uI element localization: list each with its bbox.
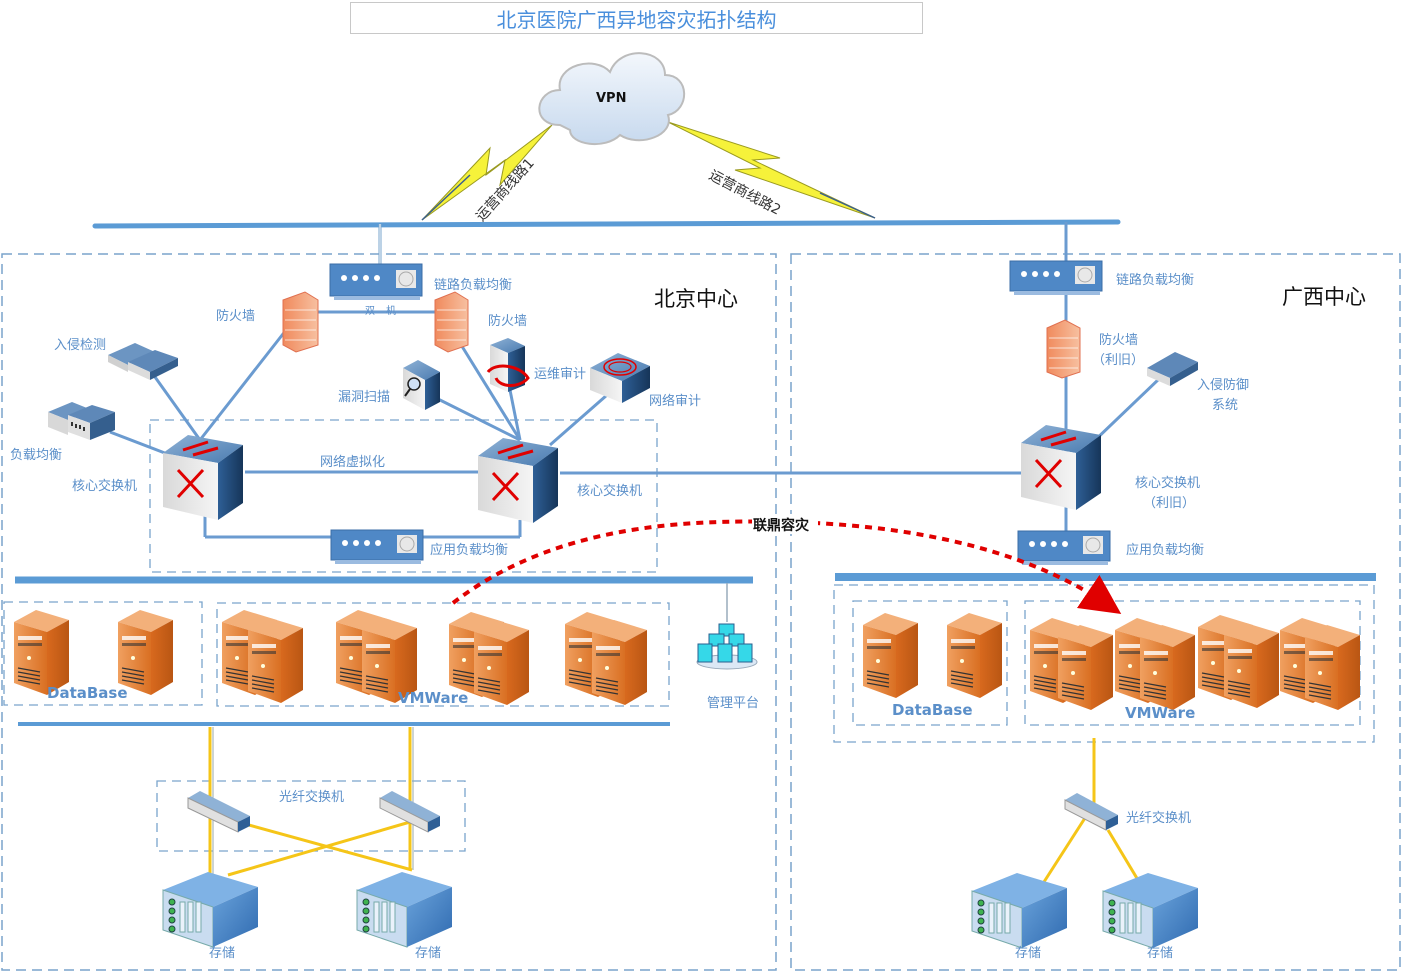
beijing-dual-label-1: 双 [365, 305, 375, 317]
beijing-storage-right-label: 存储 [415, 946, 441, 961]
beijing-vmware-label: VMWare [398, 689, 468, 707]
guangxi-database-label: DataBase [892, 701, 973, 719]
server-icon [592, 620, 647, 705]
guangxi-app-lb-label: 应用负载均衡 [1126, 542, 1204, 558]
beijing-net-audit-icon [590, 353, 650, 403]
beijing-firewall-right-label: 防火墙 [488, 313, 527, 329]
server-icon [474, 620, 529, 705]
beijing-core-switch-right-icon [478, 438, 558, 523]
beijing-storage-left-label: 存储 [209, 946, 235, 961]
storage-icon [1102, 873, 1198, 949]
guangxi-ips-label-1: 入侵防御 [1197, 377, 1249, 393]
beijing-load-balancer-icon [48, 402, 115, 440]
beijing-net-audit-label: 网络审计 [649, 393, 701, 409]
server-icon [118, 610, 173, 695]
beijing-link-lb-label: 链路负载均衡 [434, 277, 512, 293]
diagram-title: 北京医院广西异地容灾拓扑结构 [350, 2, 923, 34]
beijing-links [109, 310, 1022, 539]
beijing-fc-switch-right-icon [379, 791, 440, 833]
beijing-core-switch-right-label: 核心交换机 [577, 483, 642, 499]
beijing-app-lb-label: 应用负载均衡 [430, 542, 508, 558]
guangxi-servers [863, 613, 1360, 710]
guangxi-firewall-icon [1046, 319, 1081, 379]
beijing-firewall-right-icon [434, 291, 469, 353]
guangxi-storage-left-label: 存储 [1015, 946, 1041, 961]
server-icon [947, 613, 1002, 698]
beijing-net-virt-label: 网络虚拟化 [320, 454, 385, 470]
storage-icon [971, 873, 1067, 949]
beijing-firewall-left-icon [282, 291, 319, 353]
beijing-vuln-scan-label: 漏洞扫描 [338, 389, 390, 405]
beijing-center-title: 北京中心 [654, 287, 738, 311]
mgmt-platform-label: 管理平台 [707, 696, 759, 711]
guangxi-core-switch-icon [1021, 425, 1101, 510]
guangxi-firewall-note: （利旧） [1092, 353, 1144, 368]
wan-bus [92, 219, 1121, 229]
server-icon [1305, 625, 1360, 710]
server-icon [1224, 623, 1279, 708]
server-icon [362, 618, 417, 703]
guangxi-core-switch-note: （利旧） [1143, 496, 1195, 511]
beijing-app-load-balancer-icon [330, 529, 424, 564]
guangxi-link-lb-label: 链路负载均衡 [1116, 272, 1194, 288]
beijing-vuln-scan-icon [403, 360, 440, 410]
beijing-database-group [3, 601, 203, 706]
guangxi-database-group [852, 600, 1008, 726]
beijing-ids-icon [108, 343, 178, 380]
guangxi-ips-icon [1147, 352, 1198, 386]
guangxi-region [790, 253, 1401, 971]
beijing-firewall-left-label: 防火墙 [216, 308, 255, 324]
guangxi-link-load-balancer-icon [1009, 260, 1103, 295]
server-icon [248, 618, 303, 703]
beijing-ids-label: 入侵检测 [54, 337, 106, 353]
carrier-link-2 [667, 121, 876, 219]
server-icon [14, 610, 69, 695]
storage-icon [162, 872, 258, 948]
guangxi-storage-right-label: 存储 [1147, 946, 1173, 961]
beijing-fc-switch-label: 光纤交换机 [279, 789, 344, 805]
beijing-storage-group [162, 872, 452, 948]
vpn-cloud-icon [538, 52, 686, 146]
beijing-load-balancer-label: 负载均衡 [10, 448, 62, 463]
server-icon [1058, 625, 1113, 710]
guangxi-firewall-label: 防火墙 [1099, 332, 1138, 348]
mgmt-platform-icon [696, 583, 758, 670]
beijing-core-switch-left-icon [163, 435, 243, 520]
guangxi-app-load-balancer-icon [1017, 530, 1111, 565]
beijing-dual-label-2: 机 [386, 304, 396, 317]
beijing-core-switch-left-label: 核心交换机 [72, 478, 137, 494]
guangxi-core-switch-label: 核心交换机 [1135, 475, 1200, 491]
guangxi-fc-switch-label: 光纤交换机 [1126, 810, 1191, 826]
vpn-label: VPN [596, 91, 626, 106]
beijing-region [1, 253, 777, 971]
server-icon [863, 613, 918, 698]
beijing-database-label: DataBase [47, 684, 128, 702]
guangxi-center-title: 广西中心 [1282, 285, 1366, 309]
replication-arrow [451, 519, 1122, 615]
guangxi-ips-label-2: 系统 [1212, 398, 1238, 413]
guangxi-fc-switch-icon [1064, 793, 1118, 831]
beijing-servers [14, 610, 647, 705]
guangxi-fiber-links [1040, 738, 1140, 886]
server-icon [1140, 625, 1195, 710]
beijing-link-load-balancer-icon [329, 263, 423, 300]
beijing-vmware-group [216, 602, 670, 707]
beijing-fc-switch-left-icon [187, 791, 250, 833]
guangxi-storage-group [971, 873, 1198, 949]
beijing-ops-audit-icon [486, 338, 530, 392]
replication-label: 联鼎容灾 [753, 517, 810, 534]
beijing-ops-audit-label: 运维审计 [534, 367, 586, 382]
guangxi-vmware-label: VMWare [1125, 704, 1195, 722]
storage-icon [356, 872, 452, 948]
